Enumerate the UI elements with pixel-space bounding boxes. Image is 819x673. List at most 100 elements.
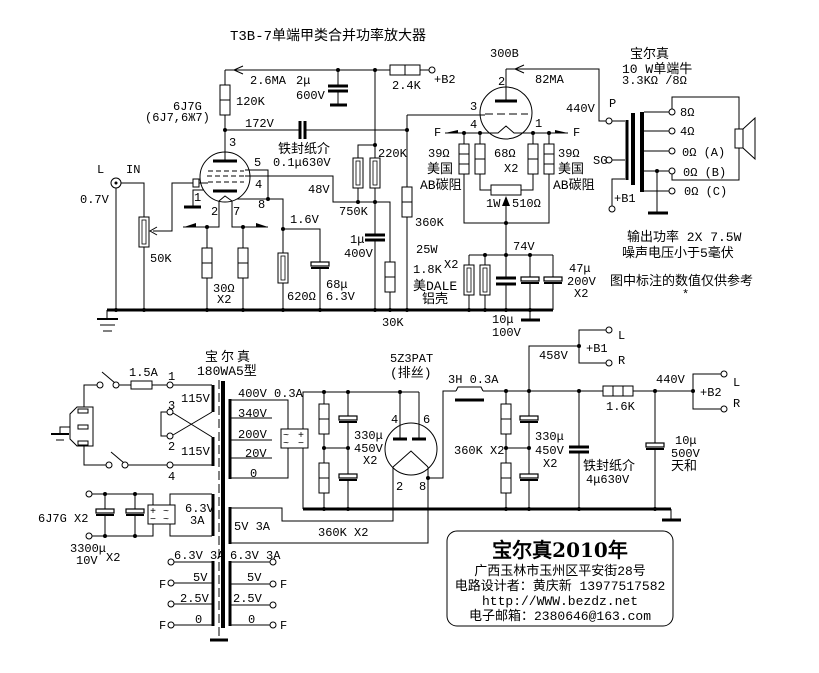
resistor-1k8-25w-body [466,267,472,293]
filter-cap-qty-label: X2 [363,454,377,468]
wire [172,412,213,438]
wire [231,399,289,429]
primary-pin-label: 2 [168,440,175,454]
junction-node [655,169,659,173]
pin-label-shell: 1 [194,191,201,205]
wiper-arrow [148,226,158,236]
hv-tap-label: 200V [238,428,268,442]
terminal [166,408,174,416]
b1-channel-label: R [618,354,625,368]
junction-node [322,446,326,450]
terminal [605,326,613,334]
filament-marker-label: F [280,578,287,592]
b1-voltage-label: 458V [539,349,569,363]
filament-resistor-value-label: 39Ω [428,147,450,161]
filament-marker-label: F [159,619,166,633]
mains-socket-pin [77,440,89,446]
resistor-1k8-25w-body [482,267,488,293]
resistor-39-ohm [543,143,555,175]
filament-resistor-value-label: 39Ω [558,147,580,161]
terminal [121,461,129,469]
wire [169,524,212,537]
junction-node [527,507,531,511]
hum-pot-value-label: 510Ω [512,197,541,211]
terminal [167,558,175,566]
cathode-resistor-value-label: 1.8K [413,263,443,277]
junction-node [577,344,581,348]
junction-node [405,128,409,132]
junction-node [577,389,581,393]
heater-arrow [256,223,268,227]
screen-resistor-label: 220K [378,147,408,161]
terminal [85,532,93,540]
final-cap-value-label: 10μ [675,434,697,448]
resistor-39-ohm [458,143,470,175]
junction-node [373,68,377,72]
rectifier-tube-type-label: 5Z3PAT [390,352,433,366]
junction-node [398,390,402,394]
pin-label-suppressor: 5 [254,156,261,170]
electrolytic-capacitor-47u-positive-plate [543,276,563,282]
tube-5z3pat-envelope [384,422,438,476]
heater-tap-label: 6.3V 3A [230,549,281,563]
heater-arrow [184,223,196,227]
b2-channel-label: R [733,397,740,411]
filter-cap-value-label: 330μ [535,430,564,444]
terminal [167,621,175,629]
pin-label-heater: 2 [211,205,218,219]
filter-cap-voltage-label: 450V [535,444,565,458]
junction-node [504,507,508,511]
junction-node [528,253,532,257]
junction-node [504,308,508,312]
resistor-620-ohm-body [280,255,286,281]
filament-arrow [445,130,458,133]
cathode-resistor-housing-label: 铝壳 [422,292,448,307]
info-heading: 宝尔真2010年 [492,538,628,562]
junction-node [114,308,118,312]
junction-node [504,446,508,450]
terminal [605,156,613,164]
resistor-1k8-25w [463,264,475,296]
junction-node [241,308,245,312]
heater-tap-label: 0 [248,613,255,627]
circuit-drawing [51,64,756,642]
wire [357,144,375,158]
wire [578,346,606,364]
filter-cap-value-label: 330μ [354,429,383,443]
secondary-tap-label: 0Ω (B) [683,166,726,180]
junction-node [142,308,146,312]
heater-tap-label: 5V [247,571,262,585]
power-transformer-brand-label: 宝尔真 [205,350,253,365]
volume-potentiometer [138,216,150,248]
junction-node [205,308,209,312]
speaker-magnet [734,128,744,149]
heater-resistor-qty-label: X2 [217,293,231,307]
b2-channel-label: L [733,376,740,390]
plate-current-label: 2.6MA [250,74,287,88]
coupling-cap-value-label: 0.1μ630V [273,156,331,170]
wire [92,524,154,537]
wire [231,467,429,544]
grid-cap [192,178,200,188]
pin-label-filament: 4 [470,118,477,132]
terminal [668,187,676,195]
terminal [608,205,616,213]
wire [428,390,456,479]
cathode-cap-voltage-label: 6.3V [326,290,356,304]
bleeder-resistors-label: 360K X2 [454,444,504,458]
wire [671,96,740,129]
info-designer: 电路设计者：黄庆新 13977517582 [455,578,666,594]
terminal [269,558,277,566]
junction-node [318,308,322,312]
current-arrow [513,64,525,74]
wire [83,384,97,411]
junction-node [373,143,377,147]
pin-label-grid: 3 [470,100,477,114]
wire [231,448,289,479]
filter-cap-qty-label: X2 [543,457,557,471]
screen-cap-voltage-label: 400V [344,247,374,261]
screen-cap-value-label: 1μ [350,233,364,247]
capacitor-voltage-label: 600V [296,89,326,103]
junction-node [281,308,285,312]
b1-rail-label: +B1 [586,342,608,356]
